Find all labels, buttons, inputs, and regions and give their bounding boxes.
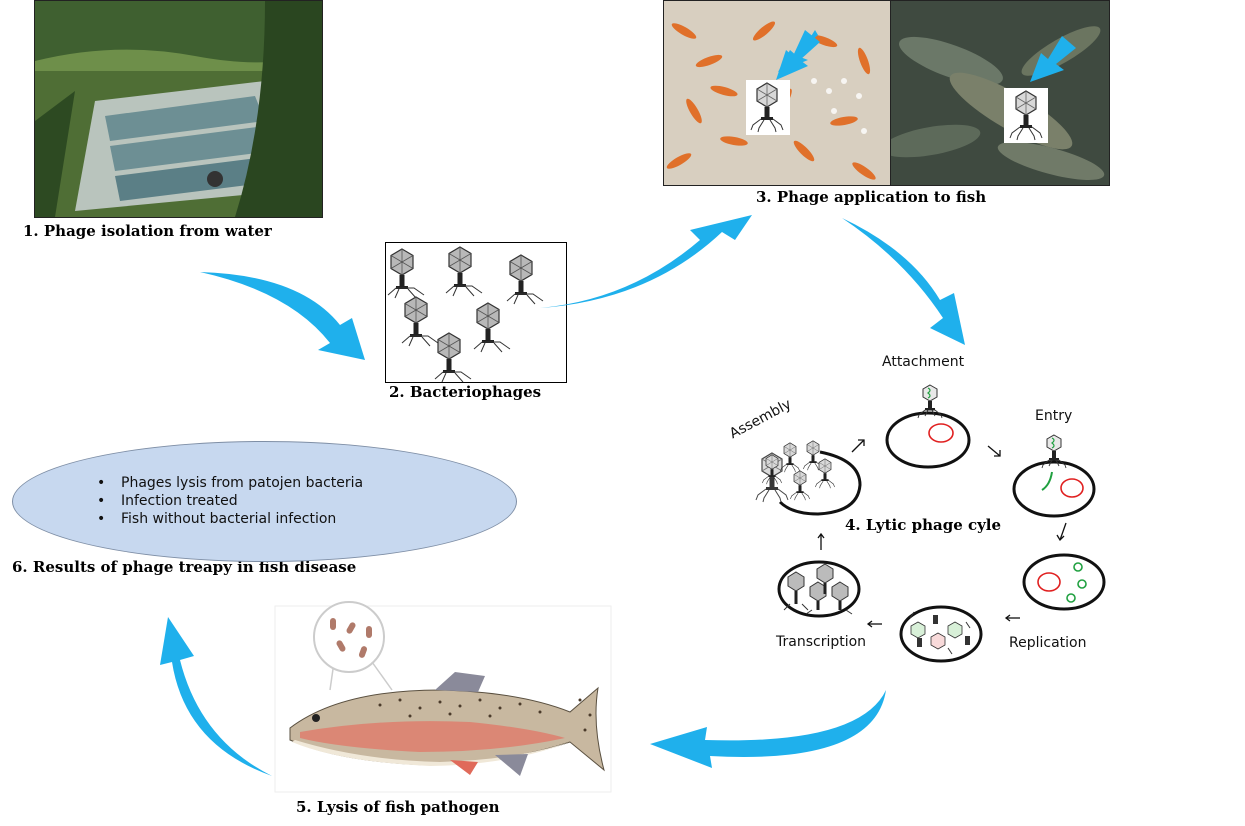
attachment-cell xyxy=(885,411,971,469)
arrow-step2-to-step3-icon xyxy=(540,215,752,308)
result-item: Infection treated xyxy=(97,492,363,510)
phage-marker-shrimp xyxy=(746,80,790,135)
phage-marker-trout xyxy=(1004,88,1048,143)
bacterial-dna xyxy=(1037,572,1061,592)
results-ellipse: Phages lysis from patojen bacteria Infec… xyxy=(12,441,517,562)
result-item: Fish without bacterial infection xyxy=(97,510,363,528)
phage-dna xyxy=(1041,471,1053,491)
bacterial-dna xyxy=(1060,478,1084,498)
arrow-step1-to-step2-icon xyxy=(200,272,365,360)
result-item: Phages lysis from patojen bacteria xyxy=(97,474,363,492)
entry-cell xyxy=(1012,460,1096,518)
phage-icon xyxy=(387,248,425,299)
fish-illustration xyxy=(274,601,612,793)
fish-farm-photo xyxy=(34,0,323,218)
results-list: Phages lysis from patojen bacteria Infec… xyxy=(97,474,363,528)
phage-icon xyxy=(506,254,544,305)
label-entry: Entry xyxy=(1035,408,1073,424)
lytic-cycle xyxy=(755,384,1106,663)
label-step2: 2. Bacteriophages xyxy=(389,383,542,401)
label-step6: 6. Results of phage treapy in fish disea… xyxy=(12,558,357,576)
phage-icon xyxy=(434,332,472,383)
label-step5: 5. Lysis of fish pathogen xyxy=(296,798,500,816)
label-step3: 3. Phage application to fish xyxy=(756,188,987,206)
lysed-cell xyxy=(778,450,862,516)
arrow-step3-to-step4-icon xyxy=(842,218,965,345)
trout-tank-illustration xyxy=(891,1,1109,185)
pathogen-magnifier xyxy=(313,601,385,673)
bacterial-dna xyxy=(928,423,954,443)
cycle-arrows xyxy=(817,439,1067,628)
label-replication: Replication xyxy=(1009,635,1087,651)
phage-icon xyxy=(445,246,483,297)
arrow-down-trout-icon xyxy=(1030,36,1076,82)
arrow-down-shrimp-icon xyxy=(776,30,820,80)
arrow-step5-to-step6-icon xyxy=(160,617,272,776)
label-step4: 4. Lytic phage cyle xyxy=(845,516,1002,534)
phage-icon xyxy=(473,302,511,353)
phage-group xyxy=(387,246,544,383)
label-transcription: Transcription xyxy=(776,634,867,650)
phage-icon xyxy=(401,296,439,347)
label-attachment: Attachment xyxy=(882,354,965,370)
arrow-step4-to-step5-icon xyxy=(650,690,886,768)
fish-farm-illustration xyxy=(35,1,322,217)
trout-tank-photo xyxy=(890,0,1110,186)
label-step1: 1. Phage isolation from water xyxy=(23,222,272,240)
transcription-cell xyxy=(899,605,983,663)
replication-cell xyxy=(1022,553,1106,611)
